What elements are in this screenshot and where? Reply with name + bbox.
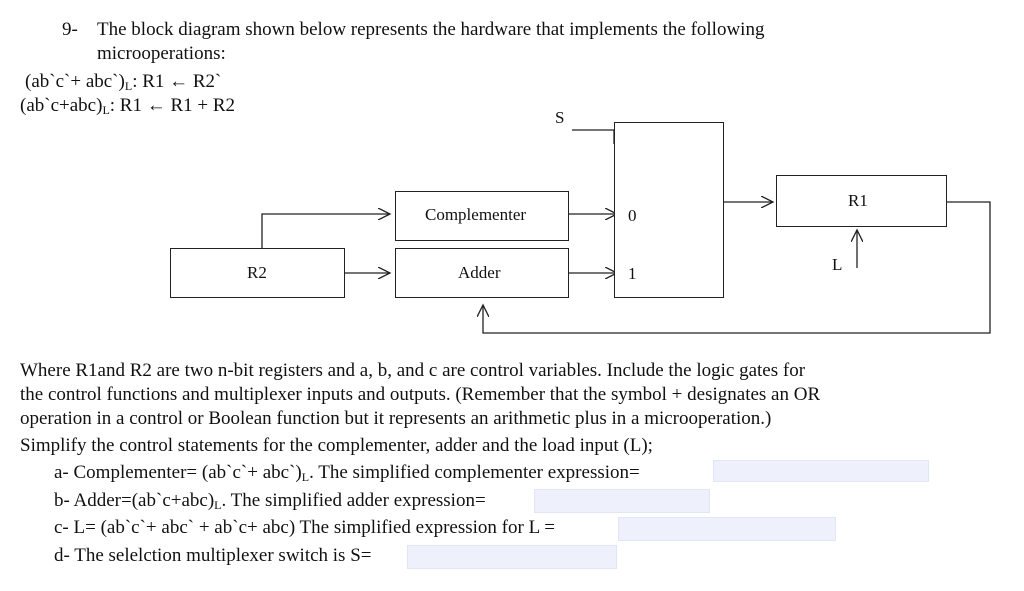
item-b: b- Adder=(ab`c+abc)L. The simplified add…	[54, 490, 486, 516]
item-b-suffix: . The simplified adder expression=	[221, 490, 486, 511]
body-line-4: Simplify the control statements for the …	[20, 435, 653, 456]
load-label: L	[832, 255, 843, 274]
r2-label: R2	[247, 263, 267, 282]
item-c: c- L= (ab`c`+ abc` + ab`c+ abc) The simp…	[54, 517, 555, 538]
body-line-3: operation in a control or Boolean functi…	[20, 408, 772, 429]
microoperation-2-operation: : R1 ← R1 + R2	[109, 95, 236, 116]
question-line-1: The block diagram shown below represents…	[97, 19, 765, 40]
microoperation-2-subscript: L	[102, 103, 110, 117]
complementer-block: Complementer	[395, 191, 569, 241]
microoperation-2-condition: (ab`c+abc)	[20, 95, 103, 116]
item-a: a- Complementer= (ab`c`+ abc`)L. The sim…	[54, 462, 640, 488]
answer-field-b[interactable]	[534, 489, 710, 513]
select-label: S	[555, 108, 565, 127]
item-a-suffix: . The simplified complementer expression…	[309, 462, 640, 483]
item-b-subscript: L	[214, 498, 222, 512]
r1-register: R1	[776, 175, 947, 227]
microoperation-1-subscript: L	[124, 79, 133, 93]
r1-feedback-arrow	[483, 201, 991, 334]
microoperation-1-condition: (ab`c`+ abc`)	[25, 71, 125, 92]
answer-field-d[interactable]	[407, 545, 617, 569]
body-line-2: the control functions and multiplexer in…	[20, 384, 821, 405]
microoperation-1: (ab`c`+ abc`)L: R1 ← R2`	[25, 71, 221, 97]
microoperation-2: (ab`c+abc)L: R1 ← R1 + R2	[20, 95, 235, 121]
item-a-subscript: L	[301, 470, 310, 484]
complementer-label: Complementer	[425, 205, 527, 224]
r2-register: R2	[170, 248, 345, 298]
mux-input-0: 0	[628, 206, 637, 225]
item-b-prefix: b- Adder=(ab`c+abc)	[54, 490, 215, 511]
question-line-2: microoperations:	[97, 43, 226, 64]
mux-input-1: 1	[628, 264, 637, 283]
body-line-1: Where R1and R2 are two n-bit registers a…	[20, 360, 806, 381]
r1-label: R1	[848, 191, 868, 210]
r2-to-complementer-arrow	[261, 214, 390, 248]
select-line	[572, 129, 615, 144]
item-d: d- The selelction multiplexer switch is …	[54, 545, 372, 566]
adder-block: Adder	[395, 248, 569, 298]
adder-label: Adder	[458, 263, 501, 282]
item-a-prefix: a- Complementer= (ab`c`+ abc`)	[54, 462, 302, 483]
multiplexer-block: 0 1	[614, 122, 724, 298]
question-number: 9-	[62, 19, 78, 40]
answer-field-a[interactable]	[713, 460, 929, 482]
microoperation-1-operation: : R1 ← R2`	[132, 71, 222, 92]
answer-field-c[interactable]	[618, 517, 836, 541]
